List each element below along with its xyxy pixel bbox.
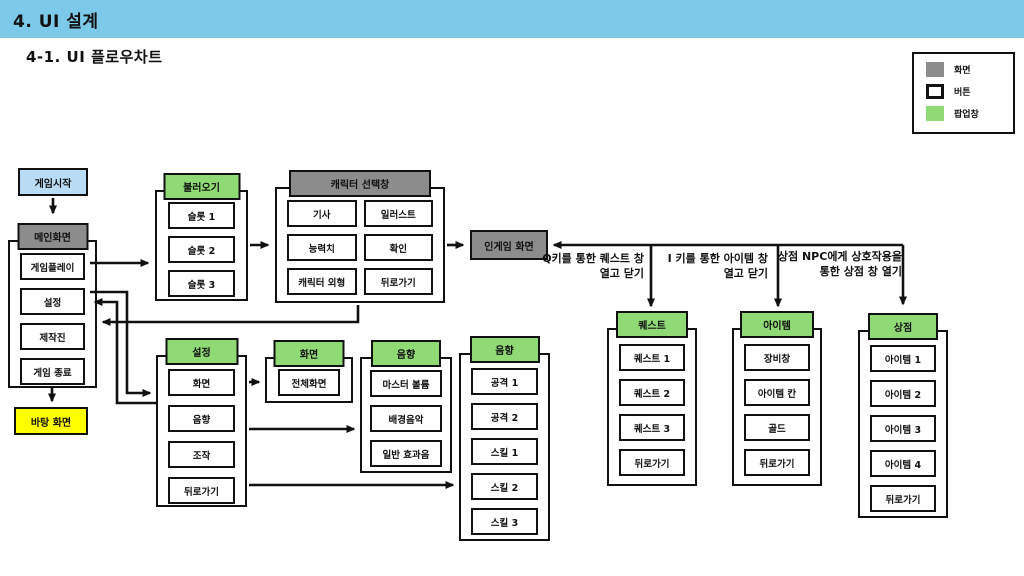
group-display: 화면 전체화면 [265, 340, 353, 403]
main-menu-gameplay-button: 게임플레이 [20, 253, 85, 280]
group-character-select-header: 캐릭터 선택창 [289, 170, 431, 197]
settings-controls-button: 조작 [168, 441, 235, 468]
sound-attack-1-button: 공격 1 [471, 368, 538, 395]
group-item-header: 아이템 [740, 311, 814, 338]
group-quest: 퀘스트 퀘스트 1 퀘스트 2 퀘스트 3 뒤로가기 [607, 311, 697, 486]
load-slot-2-button: 슬롯 2 [168, 236, 235, 263]
item-gold-button: 골드 [744, 414, 810, 441]
group-sound-effects: 음향 공격 1 공격 2 스킬 1 스킬 2 스킬 3 [459, 336, 550, 541]
node-ingame-screen: 인게임 화면 [470, 230, 548, 260]
sound-attack-2-button: 공격 2 [471, 403, 538, 430]
sound-master-volume-button: 마스터 볼륨 [370, 370, 442, 397]
quest-2-button: 퀘스트 2 [619, 379, 685, 406]
group-load-header: 불러오기 [163, 173, 240, 200]
group-quest-header: 퀘스트 [616, 311, 688, 338]
button-swatch [926, 84, 944, 99]
shop-item-2-button: 아이템 2 [870, 380, 936, 407]
legend: 화면 버튼 팝업창 [912, 52, 1015, 134]
character-stats-button: 능력치 [287, 234, 357, 261]
settings-sound-button: 음향 [168, 405, 235, 432]
annotation-item-key: I 키를 통한 아이템 창 열고 닫기 [667, 252, 768, 280]
screen-swatch [926, 62, 944, 77]
legend-item-popup: 팝업창 [926, 106, 1013, 121]
character-illustration-button: 일러스트 [363, 200, 433, 227]
group-display-header: 화면 [273, 340, 345, 367]
group-sound-header: 음향 [371, 340, 441, 367]
slide-title-bar: 4. UI 설계 [0, 0, 1024, 38]
quest-back-button: 뒤로가기 [619, 449, 685, 476]
group-shop: 상점 아이템 1 아이템 2 아이템 3 아이템 4 뒤로가기 [858, 313, 948, 518]
group-load: 불러오기 슬롯 1 슬롯 2 슬롯 3 [155, 173, 248, 301]
section-subtitle: 4-1. UI 플로우차트 [26, 48, 163, 66]
display-fullscreen-button: 전체화면 [278, 369, 340, 396]
load-slot-1-button: 슬롯 1 [168, 202, 235, 229]
character-back-button: 뒤로가기 [363, 268, 433, 295]
legend-label: 버튼 [954, 88, 971, 98]
group-settings-header: 설정 [165, 338, 238, 365]
group-shop-header: 상점 [868, 313, 938, 340]
sound-bgm-button: 배경음악 [370, 405, 442, 432]
shop-item-1-button: 아이템 1 [870, 345, 936, 372]
popup-swatch [926, 106, 944, 121]
main-menu-credits-button: 제작진 [20, 323, 85, 350]
settings-back-button: 뒤로가기 [168, 477, 235, 504]
main-menu-settings-button: 설정 [20, 288, 85, 315]
annotation-quest-key: Q키를 통한 퀘스트 창 열고 닫기 [542, 252, 644, 280]
group-main-menu-header: 메인화면 [17, 223, 88, 250]
legend-item-button: 버튼 [926, 84, 1013, 99]
settings-screen-button: 화면 [168, 369, 235, 396]
load-slot-3-button: 슬롯 3 [168, 270, 235, 297]
character-appearance-button: 캐릭터 외형 [287, 268, 357, 295]
shop-back-button: 뒤로가기 [870, 485, 936, 512]
sound-sfx-button: 일반 효과음 [370, 440, 442, 467]
item-back-button: 뒤로가기 [744, 449, 810, 476]
group-sound-effects-header: 음향 [469, 336, 540, 363]
quest-1-button: 퀘스트 1 [619, 344, 685, 371]
shop-item-4-button: 아이템 4 [870, 450, 936, 477]
page-title: 4. UI 설계 [13, 11, 99, 32]
group-item: 아이템 장비창 아이템 칸 골드 뒤로가기 [732, 311, 822, 486]
node-desktop: 바탕 화면 [14, 407, 88, 435]
sound-skill-1-button: 스킬 1 [471, 438, 538, 465]
group-settings: 설정 화면 음향 조작 뒤로가기 [156, 338, 247, 507]
group-main-menu: 메인화면 게임플레이 설정 제작진 게임 종료 [8, 223, 97, 388]
legend-item-screen: 화면 [926, 62, 1013, 77]
legend-label: 팝업창 [954, 110, 979, 120]
annotation-shop-npc: 상점 NPC에게 상호작용을 통한 상점 창 열기 [777, 250, 902, 278]
group-sound: 음향 마스터 볼륨 배경음악 일반 효과음 [360, 340, 452, 473]
character-confirm-button: 확인 [363, 234, 433, 261]
legend-label: 화면 [954, 66, 971, 76]
sound-skill-2-button: 스킬 2 [471, 473, 538, 500]
character-knight-button: 기사 [287, 200, 357, 227]
item-slots-button: 아이템 칸 [744, 379, 810, 406]
quest-3-button: 퀘스트 3 [619, 414, 685, 441]
node-game-start: 게임시작 [18, 168, 88, 196]
sound-skill-3-button: 스킬 3 [471, 508, 538, 535]
main-menu-quit-button: 게임 종료 [20, 358, 85, 385]
group-character-select: 캐릭터 선택창 기사 일러스트 능력치 확인 캐릭터 외형 뒤로가기 [275, 170, 445, 303]
shop-item-3-button: 아이템 3 [870, 415, 936, 442]
item-equipment-button: 장비창 [744, 344, 810, 371]
